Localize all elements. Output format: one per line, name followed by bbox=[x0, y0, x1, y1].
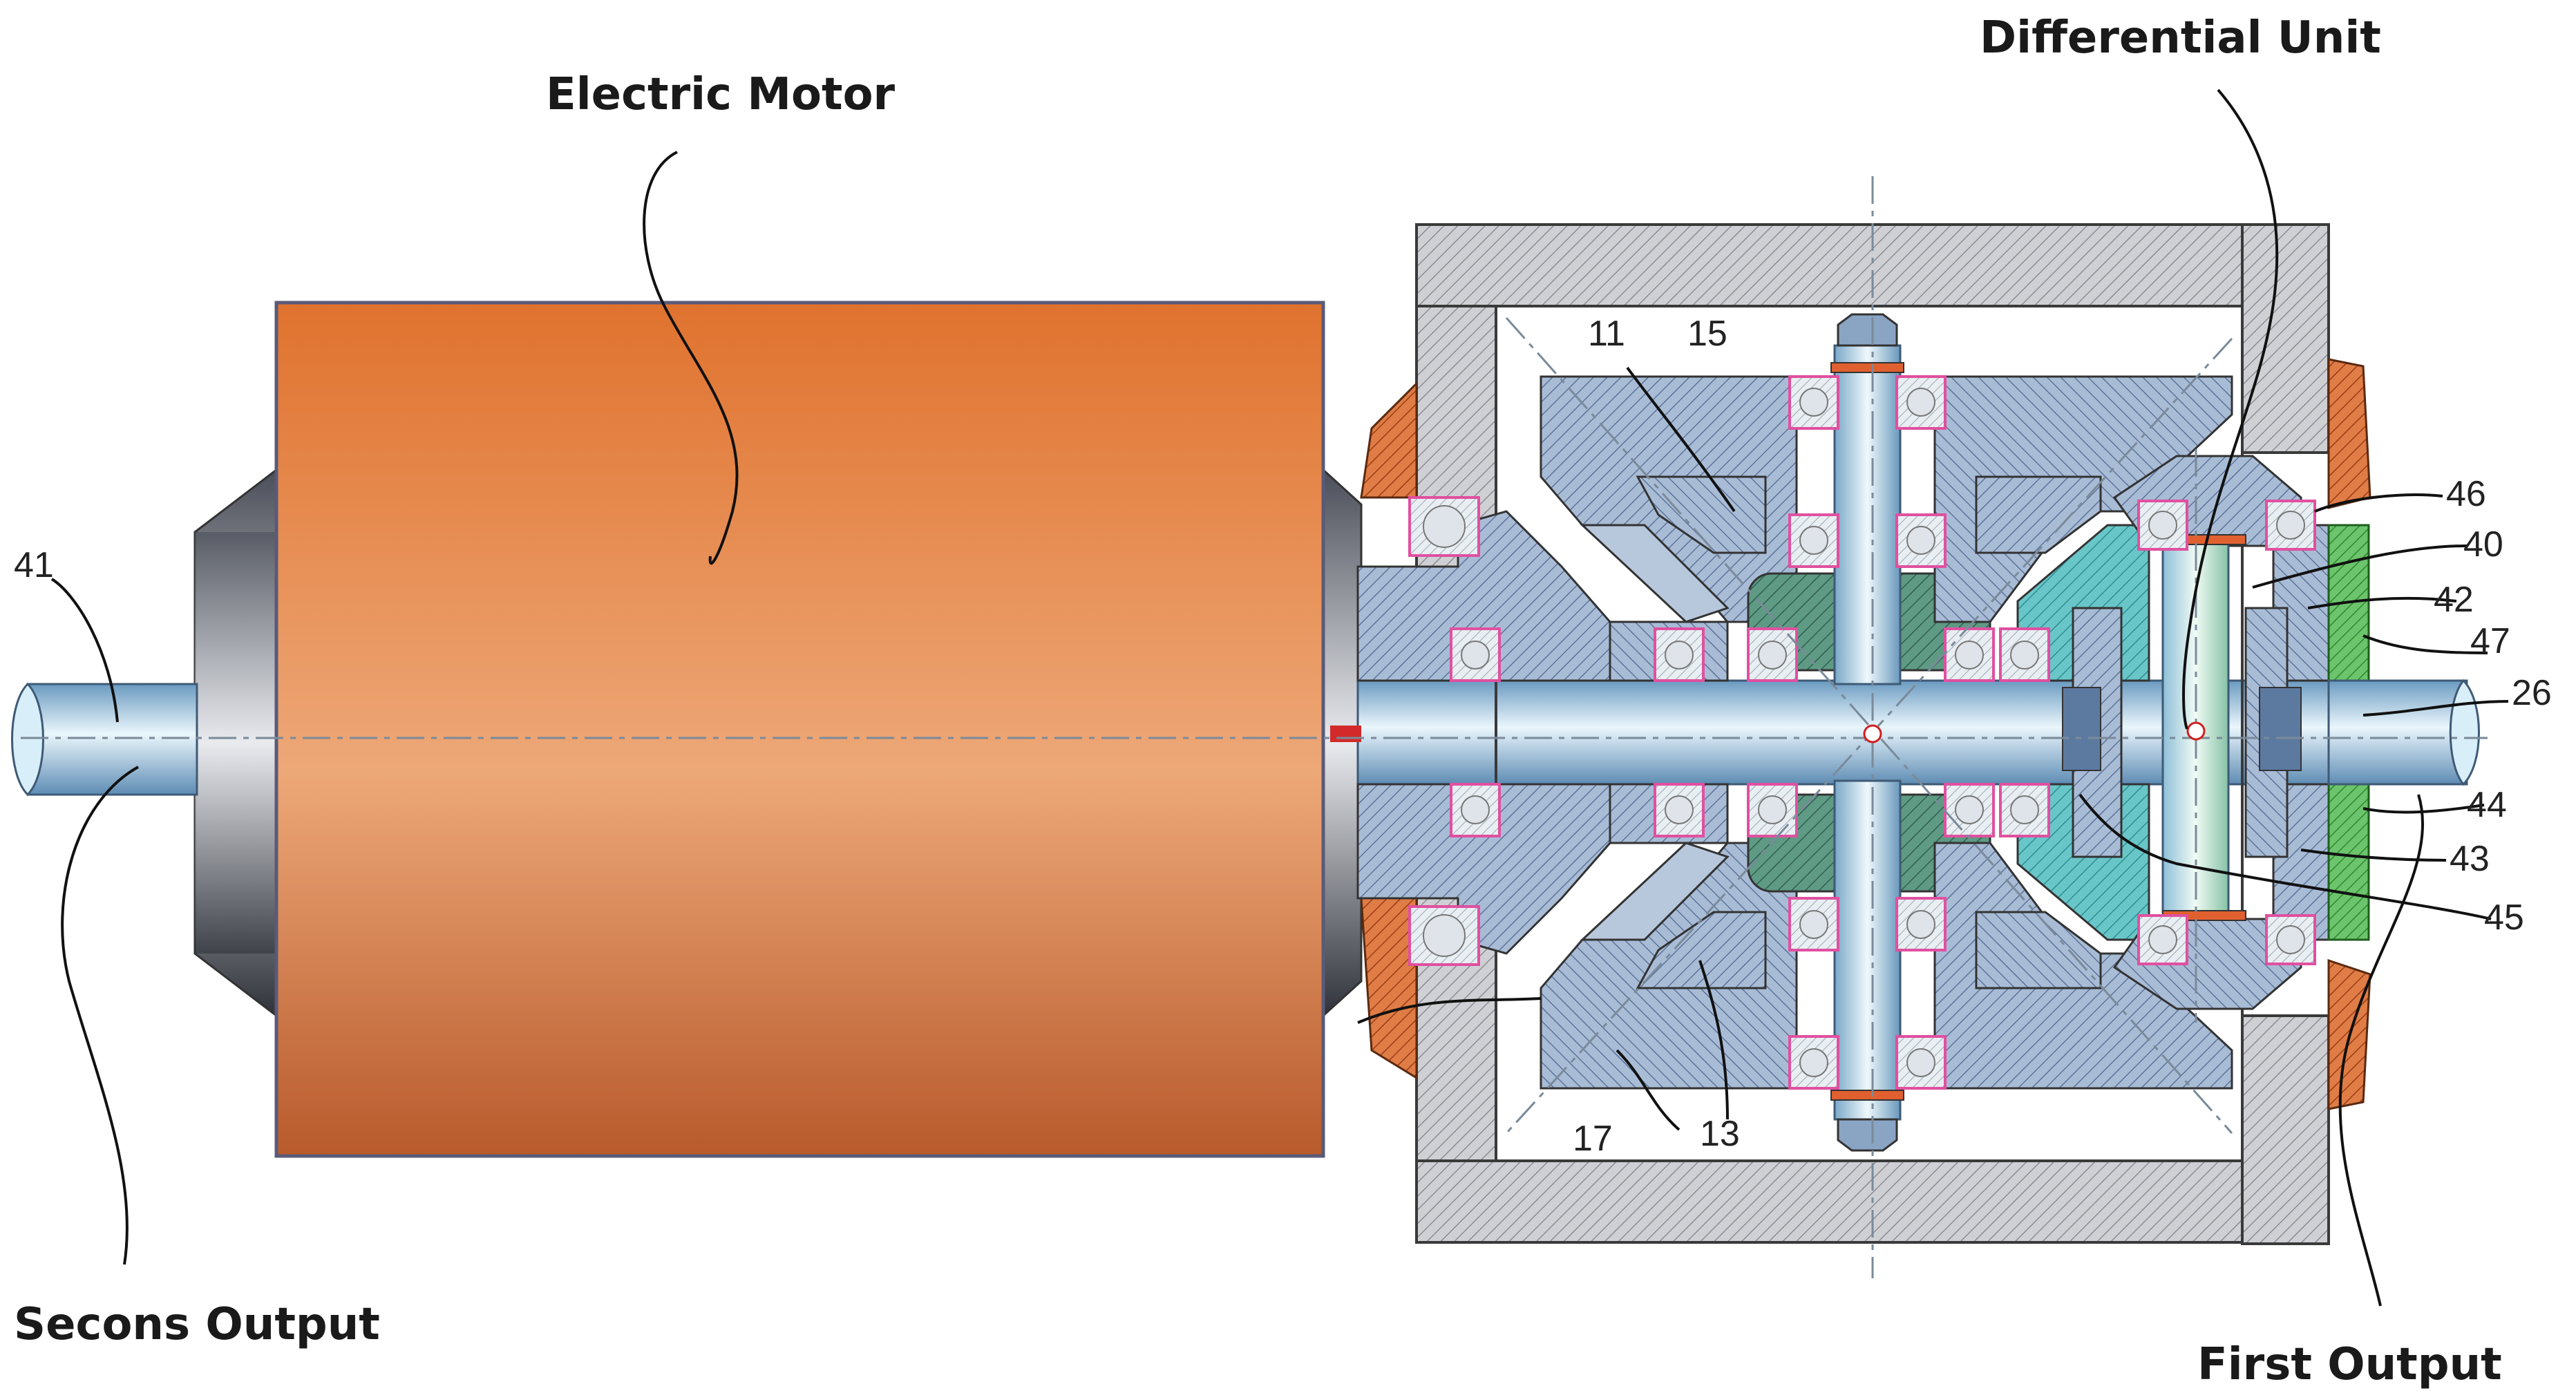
first-output-label: First Output bbox=[2197, 1339, 2502, 1390]
shaft-key bbox=[1330, 726, 1361, 742]
pin-spacer-bottom bbox=[1830, 1090, 1904, 1101]
part-number-11: 11 bbox=[1588, 314, 1625, 354]
first-output-shaft bbox=[2327, 679, 2480, 786]
bearing bbox=[1788, 375, 1839, 430]
part-number-26: 26 bbox=[2512, 673, 2552, 713]
part-number-43: 43 bbox=[2450, 839, 2490, 879]
part-number-45: 45 bbox=[2484, 898, 2524, 938]
part-number-15: 15 bbox=[1687, 314, 1727, 354]
pivot-point bbox=[2186, 721, 2206, 741]
centerlines bbox=[21, 176, 2488, 1278]
part-number-42: 42 bbox=[2434, 580, 2474, 620]
motor-left-flange bbox=[195, 532, 276, 954]
bearings bbox=[1408, 375, 2316, 1090]
bearing bbox=[1408, 496, 1480, 557]
bearing bbox=[1895, 513, 1947, 568]
part-number-46: 46 bbox=[2446, 474, 2486, 514]
pinion-gear-11 bbox=[1580, 475, 1767, 623]
bearing bbox=[1747, 783, 1798, 837]
bearing bbox=[1654, 627, 1705, 682]
input-hub bbox=[1356, 510, 1611, 955]
pin-spacer-top bbox=[1830, 362, 1904, 373]
bearing bbox=[1895, 1035, 1947, 1090]
bearing bbox=[1788, 897, 1839, 951]
motor-right-end-cap bbox=[1322, 467, 1363, 1018]
bearing bbox=[1944, 783, 1995, 837]
bearing bbox=[1747, 627, 1798, 682]
bearing bbox=[1999, 627, 2050, 682]
part-number-17: 17 bbox=[1573, 1119, 1613, 1159]
differential-unit-label: Differential Unit bbox=[1980, 12, 2381, 64]
bearing bbox=[1654, 783, 1705, 837]
part-number-41: 41 bbox=[14, 545, 54, 585]
second-output-label: Secons Output bbox=[14, 1299, 380, 1350]
bearing bbox=[1788, 513, 1839, 568]
part-number-47: 47 bbox=[2470, 621, 2510, 661]
bearing bbox=[2265, 500, 2316, 551]
bearing bbox=[1895, 375, 1947, 430]
pivot-point bbox=[1863, 724, 1882, 743]
part-number-13: 13 bbox=[1700, 1114, 1740, 1154]
part-number-44: 44 bbox=[2467, 785, 2507, 825]
part-number-40: 40 bbox=[2463, 524, 2503, 565]
bearing bbox=[1944, 627, 1995, 682]
electric-motor bbox=[193, 301, 1363, 1158]
bearing bbox=[2137, 914, 2188, 965]
bearing bbox=[1450, 783, 1501, 837]
side-gears bbox=[2062, 607, 2302, 858]
bearing bbox=[1408, 905, 1480, 966]
leader-lines bbox=[50, 88, 2509, 1307]
bearing bbox=[2265, 914, 2316, 965]
pinion-gear-13 bbox=[1580, 842, 1767, 989]
bearing bbox=[1895, 897, 1947, 951]
second-output-shaft bbox=[11, 682, 198, 797]
bearing bbox=[1788, 1035, 1839, 1090]
bearing bbox=[1450, 627, 1501, 682]
bearing bbox=[1999, 783, 2050, 837]
electric-motor-label: Electric Motor bbox=[546, 69, 896, 120]
motor-body bbox=[274, 301, 1325, 1158]
bearing bbox=[2137, 500, 2188, 551]
